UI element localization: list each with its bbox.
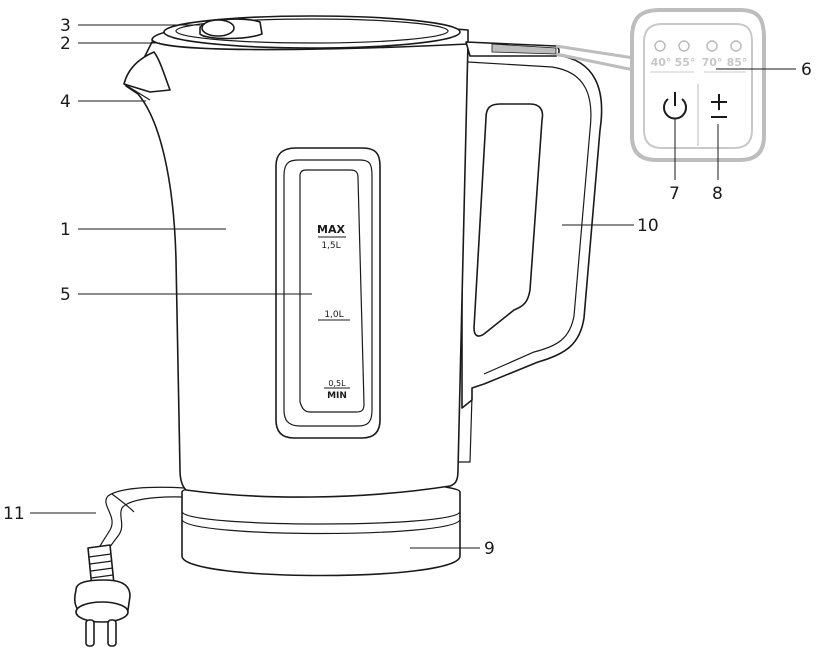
max-volume-mark: 1,5L xyxy=(321,241,340,251)
water-level-window: MAX 1,5L 1,0L 0,5L MIN xyxy=(275,147,381,439)
handle-top-control-strip xyxy=(465,41,560,57)
led-55 xyxy=(678,40,690,52)
control-panel-detail: 40° 55° 70° 85° xyxy=(555,8,766,162)
temp-label-40: 40° xyxy=(651,56,672,69)
mid-volume-mark: 1,0L xyxy=(324,310,343,320)
lid-release-button xyxy=(199,18,263,40)
mains-plug xyxy=(74,544,131,647)
callout-11: 11 xyxy=(3,504,25,524)
led-85 xyxy=(730,40,742,52)
callout-1: 1 xyxy=(60,220,71,240)
handle xyxy=(457,49,603,409)
callout-2: 2 xyxy=(60,34,71,54)
callout-9: 9 xyxy=(484,539,495,559)
inset-connector xyxy=(555,44,635,60)
callout-3: 3 xyxy=(60,16,71,36)
temp-label-85: 85° xyxy=(727,56,748,69)
callout-6: 6 xyxy=(801,60,812,80)
callout-5: 5 xyxy=(60,285,71,305)
led-70 xyxy=(706,40,718,52)
min-volume-mark: 0,5L xyxy=(328,379,346,388)
min-mark: MIN xyxy=(327,391,347,401)
callout-labels: 3 2 4 1 5 6 7 8 9 10 11 xyxy=(3,16,812,559)
inset-connector-lower xyxy=(555,52,635,72)
callout-10: 10 xyxy=(637,216,659,236)
leader-lines xyxy=(30,24,796,549)
spout xyxy=(123,51,171,101)
temp-label-55: 55° xyxy=(675,56,696,69)
callout-8: 8 xyxy=(712,184,723,204)
callout-7: 7 xyxy=(669,184,680,204)
max-mark: MAX xyxy=(317,223,345,236)
plus-minus-icon xyxy=(711,94,727,118)
led-40 xyxy=(654,40,666,52)
temp-label-70: 70° xyxy=(702,56,723,69)
callout-4: 4 xyxy=(60,92,71,112)
